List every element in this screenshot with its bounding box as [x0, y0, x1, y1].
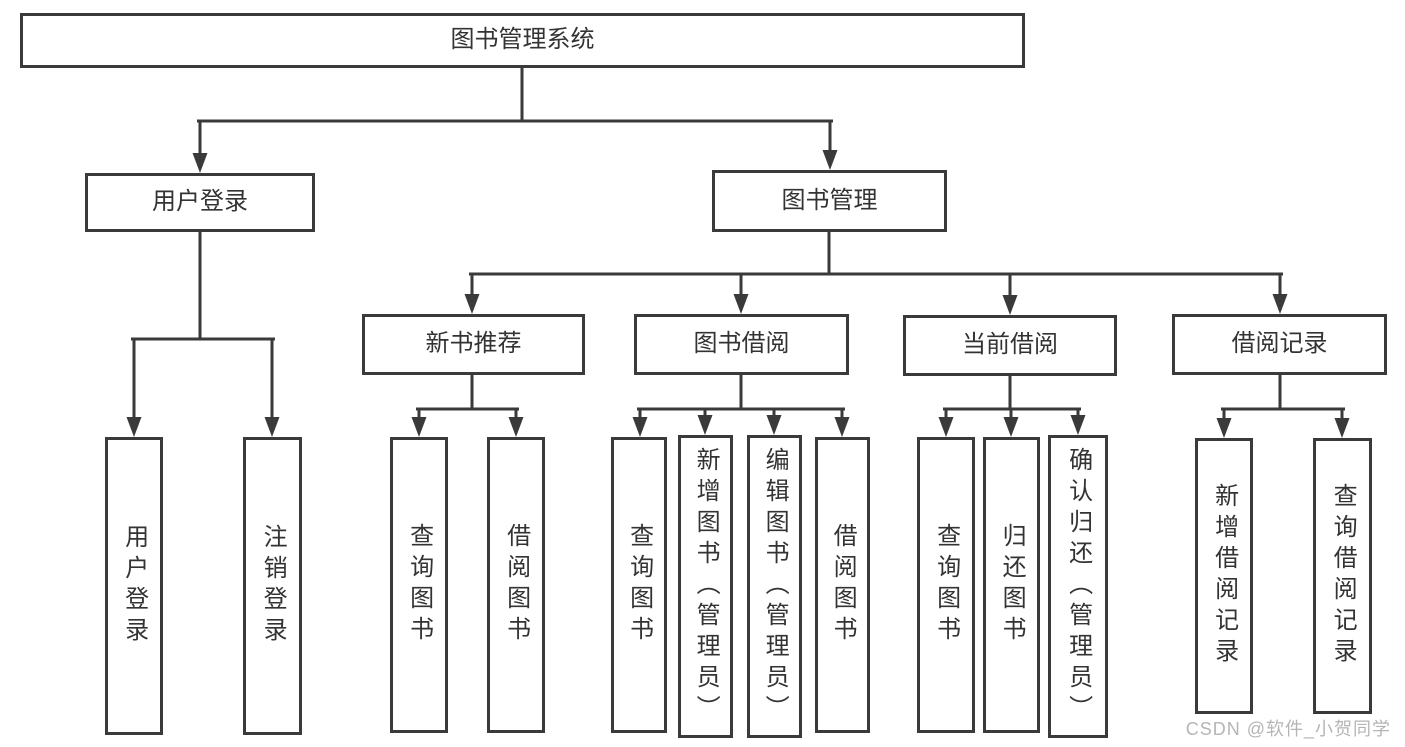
node-root-system: 图书管理系统: [20, 13, 1025, 68]
connector-borrow-children: [637, 373, 845, 425]
node-new-book-recommend-label: 新书推荐: [425, 330, 522, 358]
arrow-down-icon: [508, 417, 524, 437]
leaf-logout: 注销登录: [243, 437, 302, 735]
node-book-management-label: 图书管理: [781, 186, 878, 214]
leaf-borrow-query-books: 查询图书: [611, 437, 667, 733]
node-user-login-label: 用户登录: [152, 188, 248, 216]
leaf-borrow-add-books-admin-label: 新增图书（管理员）: [692, 447, 720, 726]
arrow-down-icon: [1334, 418, 1350, 438]
csdn-watermark: CSDN @软件_小贺同学: [1185, 719, 1391, 739]
arrow-down-icon: [264, 417, 280, 437]
leaf-newbook-query-books: 查询图书: [390, 437, 448, 733]
leaf-records-query-record-label: 查询借阅记录: [1329, 483, 1357, 669]
leaf-borrow-borrow-books-label: 借阅图书: [829, 523, 857, 647]
node-borrow-records: 借阅记录: [1172, 314, 1387, 375]
arrow-down-icon: [822, 150, 838, 170]
arrow-down-icon: [126, 417, 142, 437]
arrow-down-icon: [411, 417, 427, 437]
leaf-logout-label: 注销登录: [259, 524, 287, 648]
leaf-newbook-query-books-label: 查询图书: [405, 523, 433, 647]
leaf-user-login-label: 用户登录: [120, 524, 148, 648]
arrow-down-icon: [733, 294, 749, 314]
leaf-current-confirm-return-admin: 确认归还（管理员）: [1048, 435, 1108, 738]
connector-record-children: [1221, 373, 1345, 425]
connector-user-group: [131, 230, 275, 424]
leaf-current-query-books-label: 查询图书: [932, 523, 960, 647]
node-new-book-recommend: 新书推荐: [362, 314, 585, 375]
leaf-newbook-borrow-books: 借阅图书: [487, 437, 545, 733]
arrow-down-icon: [1070, 415, 1086, 435]
connector-newbook-children: [416, 373, 519, 425]
leaf-current-query-books: 查询图书: [917, 437, 975, 733]
leaf-borrow-edit-books-admin: 编辑图书（管理员）: [747, 435, 802, 738]
leaf-current-return-books-label: 归还图书: [998, 523, 1026, 647]
arrow-down-icon: [1216, 418, 1232, 438]
arrow-down-icon: [697, 415, 713, 435]
arrow-down-icon: [632, 417, 648, 437]
leaf-borrow-edit-books-admin-label: 编辑图书（管理员）: [761, 447, 789, 726]
leaf-borrow-borrow-books: 借阅图书: [815, 437, 870, 733]
arrow-down-icon: [938, 417, 954, 437]
node-user-login: 用户登录: [85, 173, 315, 232]
connector-book-group: [469, 230, 1283, 301]
arrow-down-icon: [834, 417, 850, 437]
connector-current-children: [943, 374, 1081, 425]
leaf-newbook-borrow-books-label: 借阅图书: [502, 523, 530, 647]
node-root-label: 图书管理系统: [450, 26, 595, 54]
node-book-borrow-label: 图书借阅: [693, 330, 790, 358]
node-book-management: 图书管理: [712, 170, 947, 232]
arrow-down-icon: [1003, 417, 1019, 437]
arrow-down-icon: [464, 294, 480, 314]
leaf-records-add-record-label: 新增借阅记录: [1210, 483, 1238, 669]
leaf-records-query-record: 查询借阅记录: [1313, 438, 1372, 714]
arrow-down-icon: [1272, 294, 1288, 314]
arrow-down-icon: [766, 415, 782, 435]
connector-level1: [197, 119, 833, 160]
arrow-down-icon: [192, 153, 208, 173]
leaf-borrow-query-books-label: 查询图书: [625, 523, 653, 647]
arrowhead-icons: [126, 150, 1350, 438]
leaf-user-login: 用户登录: [105, 437, 163, 735]
leaf-records-add-record: 新增借阅记录: [1195, 438, 1253, 714]
node-current-borrow: 当前借阅: [903, 315, 1117, 376]
leaf-current-confirm-return-admin-label: 确认归还（管理员）: [1064, 447, 1092, 726]
arrow-down-icon: [1002, 295, 1018, 315]
node-current-borrow-label: 当前借阅: [962, 331, 1058, 359]
leaf-borrow-add-books-admin: 新增图书（管理员）: [678, 435, 733, 738]
node-borrow-records-label: 借阅记录: [1231, 330, 1328, 358]
node-book-borrow: 图书借阅: [634, 314, 849, 375]
leaf-current-return-books: 归还图书: [983, 437, 1040, 733]
